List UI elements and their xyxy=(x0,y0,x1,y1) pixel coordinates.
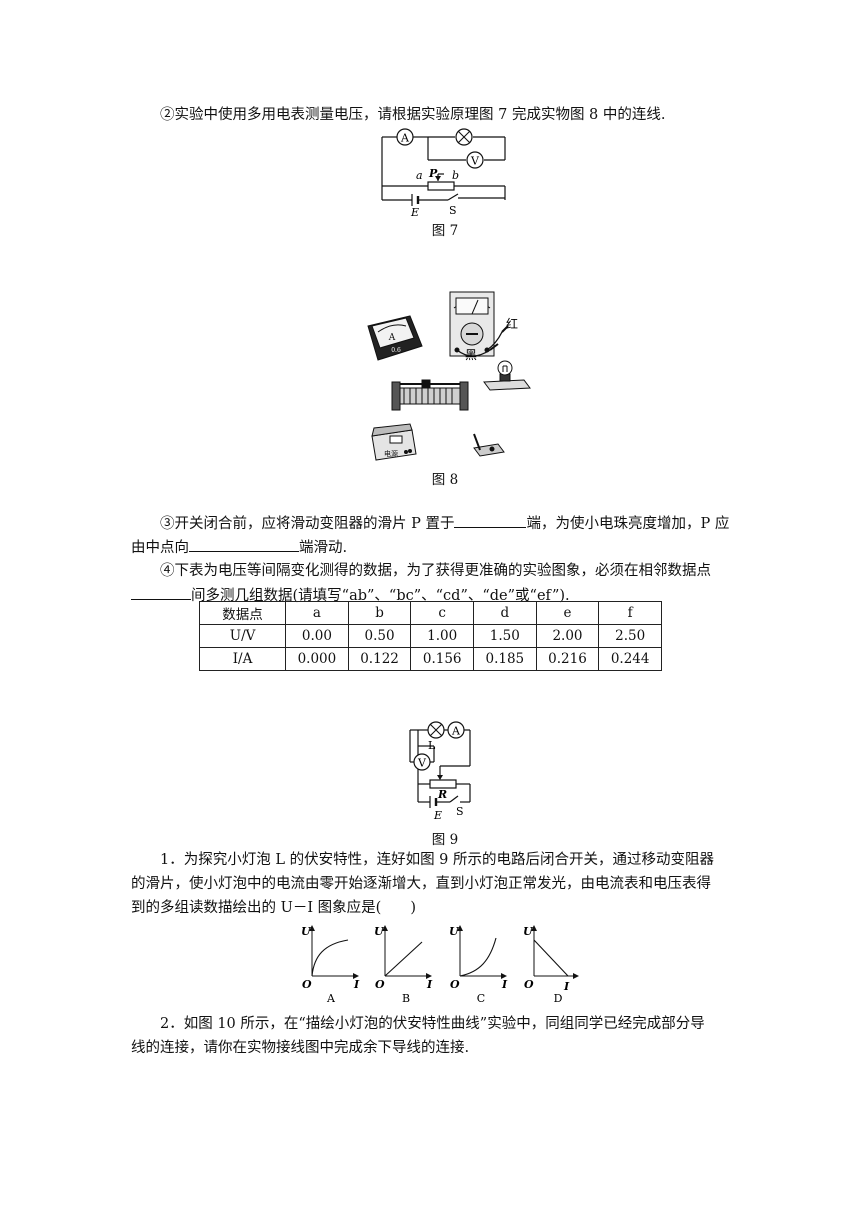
answer-blank-2[interactable] xyxy=(189,535,299,552)
svg-text:O: O xyxy=(450,978,460,991)
table-cell: 0.185 xyxy=(473,647,537,671)
fig9-label-r: R xyxy=(437,788,447,801)
table-cell: 0.122 xyxy=(347,647,412,671)
svg-text:电源: 电源 xyxy=(384,449,398,458)
table-row: I/A 0.000 0.122 0.156 0.185 0.216 0.244 xyxy=(198,647,662,671)
answer-option-graphs: U I O A U I O B U I O C U I O D xyxy=(301,925,579,1004)
svg-text:U: U xyxy=(449,925,460,938)
table-cell: 0.00 xyxy=(285,624,349,648)
bulb-on-base-image xyxy=(483,360,531,391)
fig7-lamp-symbol xyxy=(455,128,473,146)
table-cell: f xyxy=(598,601,662,625)
fig7-circuit-diagram: A V a P b E S xyxy=(381,128,506,219)
svg-text:U: U xyxy=(301,925,312,938)
fig9-circuit-diagram: A V L R E S xyxy=(409,721,471,822)
table-cell: 0.50 xyxy=(347,624,412,648)
p2-line2: 线的连接，请你在实物接线图中完成余下导线的连接. xyxy=(131,1040,470,1056)
svg-text:O: O xyxy=(375,978,385,991)
table-cell: c xyxy=(410,601,475,625)
table-cell: 1.50 xyxy=(473,624,537,648)
svg-text:A: A xyxy=(388,333,396,343)
svg-text:U: U xyxy=(523,925,534,938)
svg-text:A: A xyxy=(451,725,461,738)
multimeter-image xyxy=(449,291,509,357)
option-b-graph: U I O B xyxy=(374,925,433,1004)
table-cell: U/V xyxy=(198,624,287,648)
fig8-caption: 图 8 xyxy=(431,472,459,488)
table-cell: e xyxy=(535,601,600,625)
fig8-label-red: 红 xyxy=(506,316,518,331)
p2-line1: 2．如图 10 所示，在“描绘小灯泡的伏安特性曲线”实验中，同组同学已经完成部分… xyxy=(160,1016,705,1032)
fig9-lamp-symbol xyxy=(427,721,445,739)
q4-line1: ④下表为电压等间隔变化测得的数据，为了获得更准确的实验图象，必须在相邻数据点 xyxy=(160,563,711,579)
table-cell: 1.00 xyxy=(410,624,475,648)
fig7-label-b: b xyxy=(452,169,459,182)
option-c-label: C xyxy=(477,992,485,1004)
table-cell: 0.000 xyxy=(285,647,349,671)
power-supply-image: 电源 xyxy=(371,423,417,461)
svg-text:U: U xyxy=(374,925,385,938)
answer-blank-1[interactable] xyxy=(454,511,527,528)
fig9-voltmeter-symbol: V xyxy=(413,753,431,771)
table-cell: d xyxy=(473,601,537,625)
table-cell: 2.50 xyxy=(598,624,662,648)
fig7-caption: 图 7 xyxy=(431,223,459,239)
svg-text:O: O xyxy=(302,978,312,991)
svg-text:V: V xyxy=(417,757,427,770)
table-cell: 0.216 xyxy=(535,647,600,671)
fig9-label-e: E xyxy=(433,809,442,822)
fig9-label-l: L xyxy=(428,739,436,752)
fig7-label-s: S xyxy=(449,204,457,217)
svg-text:A: A xyxy=(400,132,410,145)
svg-text:I: I xyxy=(563,980,570,993)
p1-line1: 1．为探究小灯泡 L 的伏安特性，连好如图 9 所示的电路后闭合开关，通过移动变… xyxy=(160,852,715,868)
table-cell: b xyxy=(347,601,412,625)
fig7-label-e: E xyxy=(410,206,419,219)
table-cell: 数据点 xyxy=(198,601,287,625)
fig7-label-p: P xyxy=(428,167,438,180)
svg-text:0.6: 0.6 xyxy=(391,347,401,354)
table-row: U/V 0.00 0.50 1.00 1.50 2.00 2.50 xyxy=(198,624,662,648)
q3-line2: 由中点向端滑动. xyxy=(131,535,347,560)
svg-text:I: I xyxy=(353,978,360,991)
fig7-ammeter-symbol: A xyxy=(396,128,414,146)
fig9-caption: 图 9 xyxy=(431,832,459,848)
option-d-label: D xyxy=(554,992,563,1004)
table-header-row: 数据点 a b c d e f xyxy=(198,601,662,625)
fig8-label-black: 黑 xyxy=(465,348,477,362)
svg-text:O: O xyxy=(524,978,534,991)
q3-line1: ③开关闭合前，应将滑动变阻器的滑片 P 置于端，为使小电珠亮度增加，P 应 xyxy=(160,511,729,536)
switch-image xyxy=(473,433,505,457)
data-table: 数据点 a b c d e f U/V 0.00 0.50 1.00 1.50 … xyxy=(198,601,662,671)
fig8-apparatus-drawing: 红 黑 A 0.6 电源 xyxy=(367,291,531,461)
option-b-label: B xyxy=(402,992,410,1004)
table-cell: I/A xyxy=(198,647,287,671)
p1-line2: 的滑片，使小灯泡中的电流由零开始逐渐增大，直到小灯泡正常发光，由电流表和电压表得 xyxy=(131,876,711,892)
q2-text: ②实验中使用多用电表测量电压，请根据实验原理图 7 完成实物图 8 中的连线. xyxy=(160,107,666,123)
table-cell: 2.00 xyxy=(535,624,600,648)
answer-blank-3[interactable] xyxy=(131,583,191,600)
p1-line3: 到的多组读数描绘出的 U－I 图象应是( ) xyxy=(131,900,416,916)
fig7-battery-symbol xyxy=(411,194,420,206)
svg-text:I: I xyxy=(426,978,433,991)
table-cell: a xyxy=(285,601,349,625)
ammeter-image: A 0.6 xyxy=(367,315,423,361)
table-cell: 0.244 xyxy=(598,647,662,671)
fig9-label-s: S xyxy=(456,805,464,818)
q4-line2: 间多测几组数据(请填写“ab”、“bc”、“cd”、“de”或“ef”). xyxy=(131,583,570,608)
svg-text:V: V xyxy=(470,155,480,168)
option-a-label: A xyxy=(326,992,336,1004)
svg-text:I: I xyxy=(501,978,508,991)
option-a-graph: U I O A xyxy=(301,925,360,1004)
fig9-ammeter-symbol: A xyxy=(447,721,465,739)
fig7-voltmeter-symbol: V xyxy=(466,151,484,169)
fig9-battery-symbol xyxy=(429,796,438,808)
table-cell: 0.156 xyxy=(410,647,475,671)
slide-rheostat-image xyxy=(391,379,469,411)
option-c-graph: U I O C xyxy=(449,925,508,1004)
fig7-label-a: a xyxy=(416,169,423,182)
option-d-graph: U I O D xyxy=(523,925,579,1004)
